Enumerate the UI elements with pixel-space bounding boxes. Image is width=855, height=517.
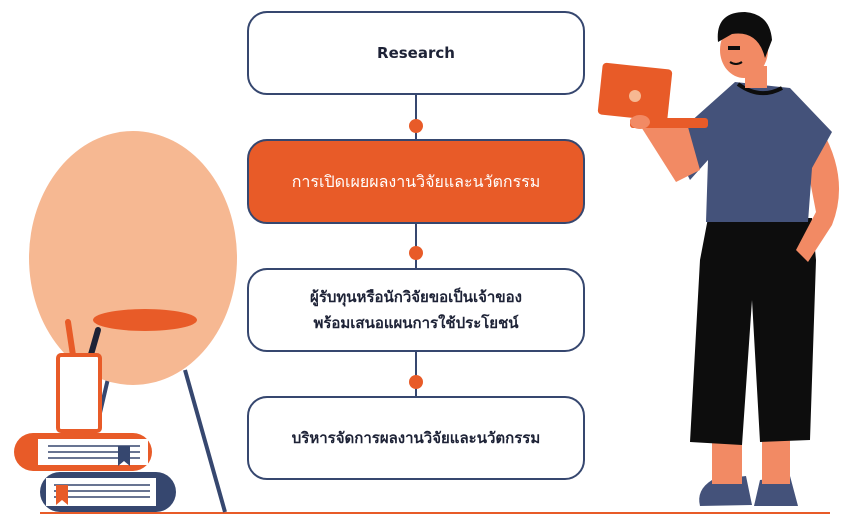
step-disclosure-label: การเปิดเผยผลงานวิจัยและนวัตกรรม [291, 171, 541, 191]
connector-1 [415, 95, 417, 139]
step-management: บริหารจัดการผลงานวิจัยและนวัตกรรม [247, 396, 585, 480]
chair-icon [29, 131, 237, 513]
step-disclosure: การเปิดเผยผลงานวิจัยและนวัตกรรม [247, 139, 585, 224]
step-research: Research [247, 11, 585, 95]
step-ownership: ผู้รับทุนหรือนักวิจัยขอเป็นเจ้าของ พร้อม… [247, 268, 585, 352]
pen-cup-icon [56, 319, 102, 433]
book-stack-icon [14, 433, 176, 512]
connector-dot-1 [409, 119, 423, 133]
step-ownership-line-2: พร้อมเสนอแผนการใช้ประโยชน์ [313, 314, 519, 332]
step-management-label: บริหารจัดการผลงานวิจัยและนวัตกรรม [291, 429, 541, 447]
step-research-label: Research [377, 44, 455, 62]
step-ownership-text: ผู้รับทุนหรือนักวิจัยขอเป็นเจ้าของ พร้อม… [310, 284, 522, 336]
connector-dot-3 [409, 375, 423, 389]
person-icon [597, 12, 840, 506]
connector-dot-2 [409, 246, 423, 260]
step-ownership-line-1: ผู้รับทุนหรือนักวิจัยขอเป็นเจ้าของ [310, 288, 522, 306]
connector-3 [415, 352, 417, 396]
